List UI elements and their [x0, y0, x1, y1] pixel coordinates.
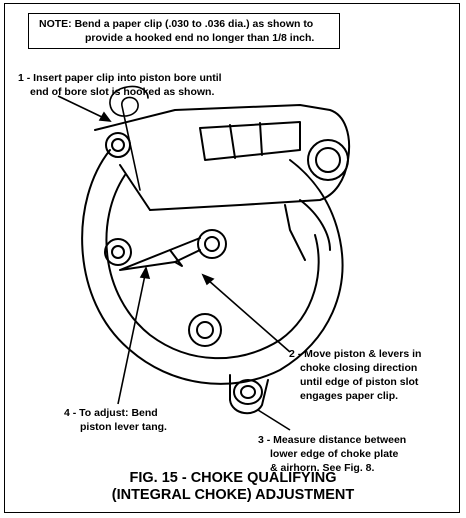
center-shaft-inner [204, 236, 220, 252]
figure-caption-line-2: (INTEGRAL CHOKE) ADJUSTMENT [111, 487, 355, 503]
callout-2-line-2: choke closing direction [300, 362, 418, 374]
lug-top-left-hole [111, 138, 125, 152]
lug-bottom-hole [196, 321, 214, 339]
note-line-1: NOTE: Bend a paper clip (.030 to .036 di… [39, 18, 314, 30]
lug-left [104, 238, 132, 266]
note-box: NOTE: Bend a paper clip (.030 to .036 di… [28, 13, 340, 49]
callout-2-line-4: engages paper clip. [300, 390, 399, 402]
callout-4: 4 - To adjust: Bend piston lever tang. [64, 406, 167, 434]
callout-3-line-1: 3 - Measure distance between [258, 434, 407, 446]
upper-slot [199, 121, 301, 161]
note-line-2: provide a hooked end no longer than 1/8 … [85, 32, 315, 44]
paper-clip [109, 85, 149, 191]
piston-bore-outer [307, 139, 349, 181]
figure-caption-line-1: FIG. 15 - CHOKE QUALIFYING [129, 470, 337, 486]
callout-2-line-3: until edge of piston slot [300, 376, 419, 388]
lug-bottom [188, 313, 222, 347]
lug-left-hole [111, 245, 125, 259]
callout-2-line-1: 2 - Move piston & levers in [289, 348, 422, 360]
lug-top-left [105, 132, 131, 158]
figure-frame [4, 3, 460, 513]
piston-lever [119, 237, 201, 271]
leader-2 [207, 279, 291, 353]
callout-1-line-2: end of bore slot is hooked as shown. [30, 86, 215, 98]
leader-4 [117, 274, 146, 405]
callout-2: 2 - Move piston & levers in choke closin… [289, 347, 421, 403]
callout-4-line-2: piston lever tang. [80, 421, 167, 433]
callout-1-line-1: 1 - Insert paper clip into piston bore u… [18, 72, 222, 84]
bottom-fitting [229, 374, 269, 415]
callout-3-line-2: lower edge of choke plate [270, 448, 399, 460]
leader-1 [57, 95, 105, 119]
lever-tang [169, 249, 183, 267]
housing-inner-rim [105, 174, 320, 360]
callout-4-line-1: 4 - To adjust: Bend [64, 407, 158, 419]
callout-1: 1 - Insert paper clip into piston bore u… [18, 71, 222, 99]
piston-bore-inner [315, 147, 341, 173]
callout-3: 3 - Measure distance between lower edge … [258, 433, 406, 475]
center-shaft [197, 229, 227, 259]
leader-3 [257, 409, 291, 431]
callout-3-line-3: & airhorn. See Fig. 8. [270, 462, 375, 474]
